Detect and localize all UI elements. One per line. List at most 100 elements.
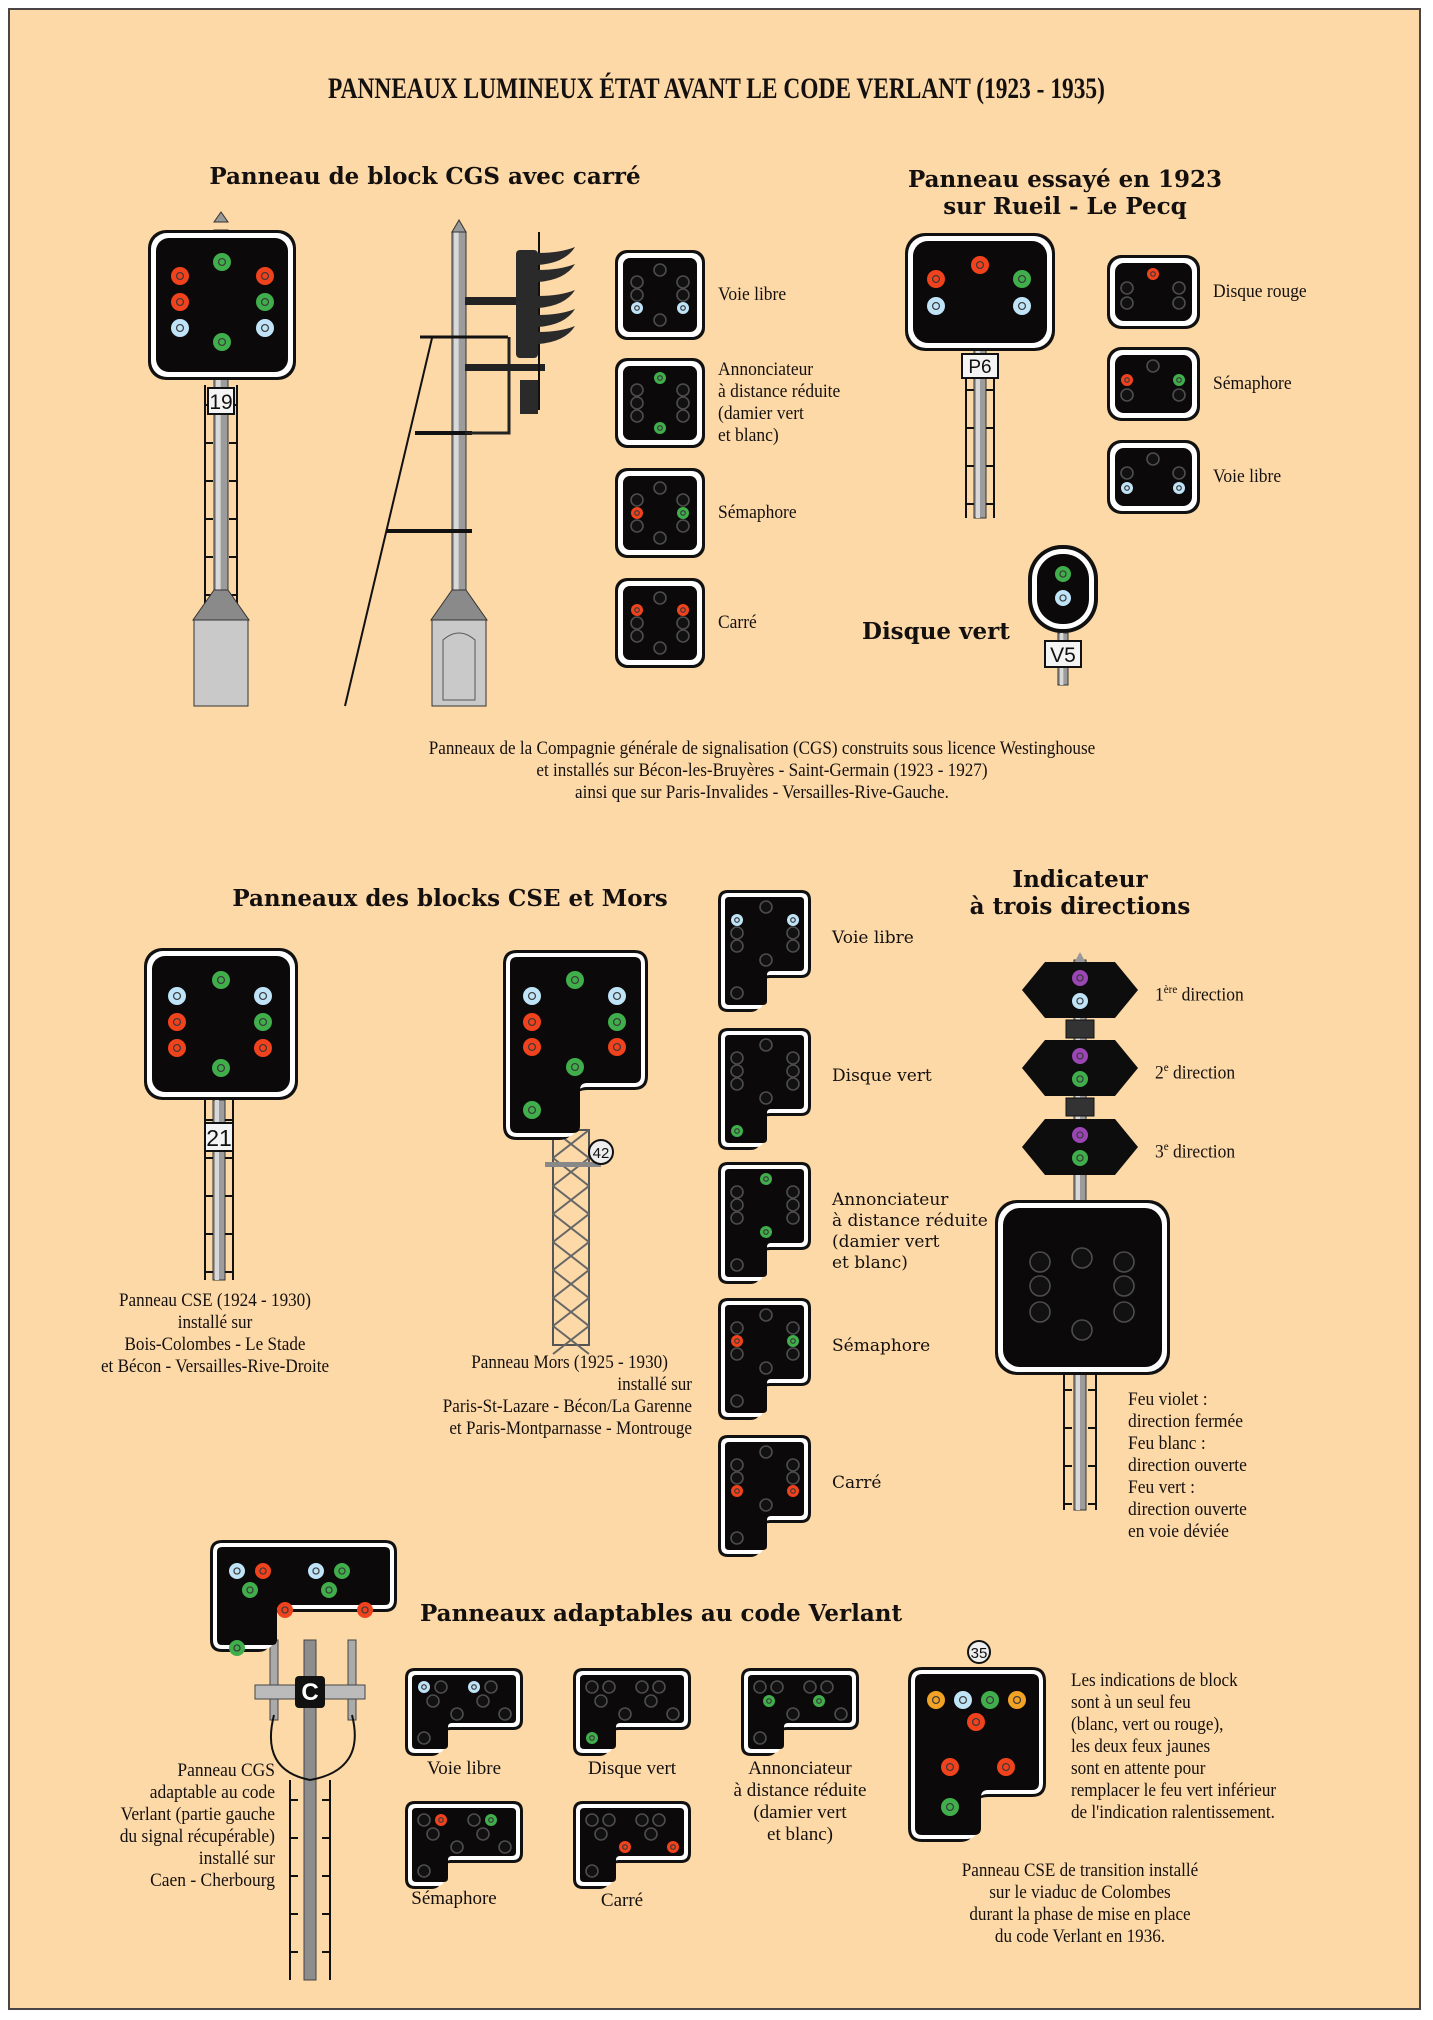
caption-line: installé sur: [617, 1374, 692, 1395]
label-line: (damier vert: [832, 1232, 940, 1252]
rueil-state-label: Voie libre: [1213, 466, 1281, 488]
disque-vert-label: Disque vert: [862, 618, 1010, 645]
cse-caption: Panneau CSE (1924 - 1930) installé sur B…: [71, 1290, 359, 1378]
label-line: Carré: [718, 612, 757, 633]
label-line: Disque vert: [587, 1758, 677, 1779]
heading-line: à trois directions: [969, 893, 1191, 920]
caption-line: du code Verlant en 1936.: [994, 1926, 1166, 1947]
verlant-state-label: Sémaphore: [395, 1888, 513, 1910]
caption-line: du signal récupérable): [119, 1826, 275, 1847]
label-line: à distance réduite: [733, 1780, 867, 1801]
label-line: Carré: [600, 1890, 644, 1911]
label-line: Voie libre: [832, 928, 914, 948]
direction-number: 3: [1155, 1141, 1164, 1163]
indicateur-legend: Feu violet : direction fermée Feu blanc …: [1128, 1389, 1247, 1543]
direction-ordinal: e: [1163, 1060, 1169, 1074]
caption-line: et Paris-Montparnasse - Montrouge: [449, 1418, 692, 1439]
label-line: Carré: [832, 1473, 882, 1493]
caption-line: sur le viaduc de Colombes: [989, 1882, 1171, 1903]
caption-line: et Bécon - Versailles-Rive-Droite: [100, 1356, 330, 1377]
verlant-state-label: Disque vert: [573, 1758, 691, 1780]
cse-state-label: Voie libre: [832, 928, 914, 949]
heading-line: Panneau essayé en 1923: [907, 166, 1223, 193]
caption-line: ainsi que sur Paris-Invalides - Versaill…: [575, 782, 949, 803]
note-line: sont à un seul feu: [1071, 1692, 1191, 1713]
cse-state-label: Carré: [832, 1473, 881, 1494]
label-line: Voie libre: [718, 284, 787, 305]
direction-number: 2: [1155, 1062, 1164, 1084]
label-line: Annonciateur: [718, 359, 814, 380]
label-line: Sémaphore: [832, 1336, 931, 1356]
note-line: de l'indication ralentissement.: [1071, 1802, 1275, 1823]
heading-indicateur: Indicateur à trois directions: [930, 866, 1230, 920]
transition-note: Les indications de block sont à un seul …: [1071, 1670, 1276, 1824]
verlant-state-label: Voie libre: [405, 1758, 523, 1780]
label-line: Disque rouge: [1213, 281, 1307, 302]
label-line: à distance réduite: [832, 1211, 988, 1231]
label-line: et blanc): [767, 1824, 833, 1845]
note-line: (blanc, vert ou rouge),: [1071, 1714, 1224, 1735]
label-line: (damier vert: [718, 403, 804, 424]
label-line: et blanc): [718, 425, 779, 446]
page-title: PANNEAUX LUMINEUX ÉTAT AVANT LE CODE VER…: [328, 72, 1105, 105]
direction-text: direction: [1177, 984, 1244, 1006]
direction-number: 1: [1155, 984, 1164, 1006]
legend-line: en voie déviée: [1128, 1521, 1229, 1542]
direction-text: direction: [1168, 1062, 1236, 1084]
caption-line: Panneau CGS: [177, 1760, 275, 1781]
caption-line: durant la phase de mise en place: [969, 1904, 1191, 1925]
label-line: et blanc): [832, 1253, 908, 1273]
label-line: Annonciateur: [832, 1190, 949, 1210]
note-line: Les indications de block: [1071, 1670, 1238, 1691]
caption-line: et installés sur Bécon-les-Bruyères - Sa…: [536, 760, 988, 781]
cse-state-label: Disque vert: [832, 1066, 932, 1087]
cgs-state-label: Voie libre: [718, 284, 786, 306]
heading-cse-mors: Panneaux des blocks CSE et Mors: [232, 885, 668, 912]
caption-line: Bois-Colombes - Le Stade: [124, 1334, 306, 1355]
legend-line: Feu violet :: [1128, 1389, 1208, 1410]
label-line: Disque vert: [832, 1066, 932, 1086]
caption-line: Panneau CSE de transition installé: [961, 1860, 1199, 1881]
caption-line: Paris-St-Lazare - Bécon/La Garenne: [442, 1396, 692, 1417]
caption-line: Panneaux de la Compagnie générale de sig…: [428, 738, 1096, 759]
mors-caption: Panneau Mors (1925 - 1930) installé sur …: [393, 1352, 692, 1440]
caption-line: adaptable au code: [149, 1782, 275, 1803]
transition-caption: Panneau CSE de transition installé sur l…: [900, 1860, 1260, 1948]
caption-line: Panneau CSE (1924 - 1930): [119, 1290, 311, 1311]
cgs-state-label: Carré: [718, 612, 757, 634]
label-line: Voie libre: [426, 1758, 502, 1779]
cgs-state-label: Sémaphore: [718, 502, 797, 524]
direction-text: direction: [1168, 1141, 1236, 1163]
legend-line: direction ouverte: [1128, 1499, 1247, 1520]
note-line: les deux feux jaunes: [1071, 1736, 1211, 1757]
caption-line: Caen - Cherbourg: [150, 1870, 275, 1891]
legend-line: Feu blanc :: [1128, 1433, 1206, 1454]
cgs-caption: Panneaux de la Compagnie générale de sig…: [312, 738, 1212, 804]
label-line: à distance réduite: [718, 381, 841, 402]
direction-label: 1ère direction: [1155, 978, 1244, 1006]
label-line: Sémaphore: [1213, 373, 1292, 394]
label-line: Annonciateur: [748, 1758, 852, 1779]
note-line: sont en attente pour: [1071, 1758, 1206, 1779]
heading-line: Indicateur: [1012, 866, 1148, 893]
heading-line: sur Rueil - Le Pecq: [943, 193, 1187, 220]
legend-line: Feu vert :: [1128, 1477, 1196, 1498]
direction-label: 2e direction: [1155, 1056, 1235, 1084]
heading-rueil: Panneau essayé en 1923 sur Rueil - Le Pe…: [875, 166, 1255, 220]
legend-line: direction fermée: [1128, 1411, 1244, 1432]
caption-line: Verlant (partie gauche: [120, 1804, 275, 1825]
heading-cgs: Panneau de block CGS avec carré: [209, 163, 641, 190]
label-line: Sémaphore: [718, 502, 797, 523]
direction-ordinal: ère: [1163, 982, 1178, 996]
label-line: Sémaphore: [411, 1888, 497, 1909]
caption-line: Panneau Mors (1925 - 1930): [471, 1352, 668, 1373]
note-line: remplacer le feu vert inférieur: [1071, 1780, 1277, 1801]
label-line: Voie libre: [1213, 466, 1282, 487]
caption-line: installé sur: [177, 1312, 253, 1333]
rueil-state-label: Disque rouge: [1213, 281, 1307, 303]
cgs-verlant-caption: Panneau CGS adaptable au code Verlant (p…: [77, 1760, 275, 1892]
label-line: (damier vert: [753, 1802, 847, 1823]
